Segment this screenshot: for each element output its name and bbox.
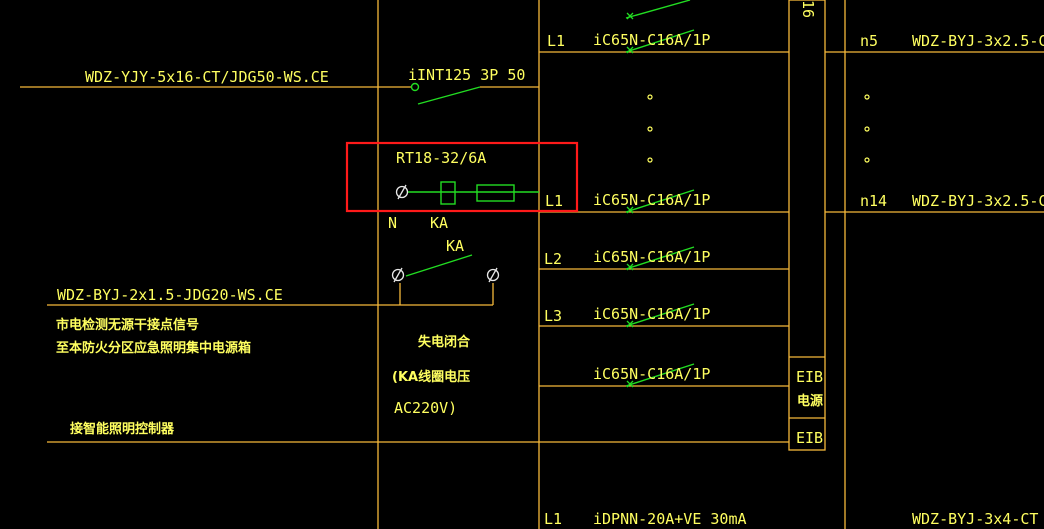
breaker-x-icon <box>626 206 634 214</box>
phase-label-top: L1 <box>547 32 565 50</box>
relay-note-3: AC220V) <box>394 399 457 417</box>
wire-layer <box>20 0 1044 529</box>
terminal-n-slash <box>397 184 407 200</box>
breaker-switch-4 <box>625 246 695 270</box>
breaker-switch-1 <box>625 0 691 19</box>
ellipsis-dot <box>864 126 870 132</box>
relay-note-1: 失电闭合 <box>418 334 471 350</box>
breaker-x-icon <box>626 12 634 20</box>
circuit-n5-label: n5 <box>860 32 878 50</box>
phase-label-bottom: L1 <box>544 510 562 528</box>
relay-contact-switch <box>405 254 473 277</box>
breaker-contact-icon <box>410 82 420 92</box>
breaker-label-1: iC65N-C16A/1P <box>593 31 710 49</box>
eib-bus-box <box>788 0 826 451</box>
cable-bottom-label: WDZ-BYJ-3x4-CT <box>912 510 1038 528</box>
breaker-switch-5 <box>625 303 695 327</box>
eib-power-label-2: 电源 <box>797 393 823 409</box>
ellipsis-dot <box>647 94 653 100</box>
main-breaker-label: iINT125 3P 50 <box>408 66 525 84</box>
breaker-switch-3 <box>625 189 695 213</box>
ellipsis-dot <box>864 157 870 163</box>
breaker-x-icon <box>626 46 634 54</box>
ellipsis-dot <box>647 126 653 132</box>
signal-note-2: 至本防火分区应急照明集中电源箱 <box>56 340 251 356</box>
cable-n14-label: WDZ-BYJ-3x2.5-C <box>912 192 1044 210</box>
contact-layer <box>391 184 500 283</box>
device-layer <box>405 0 695 387</box>
ellipsis-dots <box>647 94 870 163</box>
relay-coil-icon <box>440 181 456 205</box>
eib-label: EIB <box>796 429 823 447</box>
fuse-phase-label: L1 <box>545 192 563 210</box>
signal-cable-label: WDZ-BYJ-2x1.5-JDG20-WS.CE <box>57 286 283 304</box>
relay-terminal-right-icon <box>486 268 500 282</box>
relay-terminal-left-slash <box>393 267 403 283</box>
controller-note: 接智能照明控制器 <box>70 421 175 437</box>
breaker-x-icon <box>626 380 634 388</box>
breaker-label-5: iC65N-C16A/1P <box>593 365 710 383</box>
terminal-n-label: N <box>388 214 397 232</box>
bus-top-label: 16 <box>799 0 817 18</box>
breaker-x-marks <box>626 12 634 388</box>
breaker-x-icon <box>626 320 634 328</box>
cable-n5-label: WDZ-BYJ-3x2.5-C <box>912 32 1044 50</box>
relay-ka-label: KA <box>446 237 464 255</box>
rcd-breaker-label: iDPNN-20A+VE 30mA <box>593 510 747 528</box>
phase-label-l3: L3 <box>544 307 562 325</box>
breaker-label-4: iC65N-C16A/1P <box>593 305 710 323</box>
relay-terminal-right-slash <box>488 267 498 283</box>
relay-note-2: (KA线圈电压 <box>392 369 470 385</box>
main-feeder-label: WDZ-YJY-5x16-CT/JDG50-WS.CE <box>85 68 329 86</box>
coil-ka-label: KA <box>430 214 448 232</box>
breaker-label-3: iC65N-C16A/1P <box>593 248 710 266</box>
breaker-switch-2 <box>625 29 695 53</box>
highlight-box <box>345 141 579 213</box>
signal-note-1: 市电检测无源干接点信号 <box>56 317 199 333</box>
ellipsis-dot <box>864 94 870 100</box>
terminal-n-icon <box>395 185 409 199</box>
fuse-icon <box>476 184 515 202</box>
breaker-label-2: iC65N-C16A/1P <box>593 191 710 209</box>
ellipsis-dot <box>647 157 653 163</box>
fuse-label: RT18-32/6A <box>396 149 486 167</box>
breaker-x-icon <box>626 263 634 271</box>
phase-label-l2: L2 <box>544 250 562 268</box>
main-breaker-switch <box>417 86 481 105</box>
relay-terminal-left-icon <box>391 268 405 282</box>
circuit-n14-label: n14 <box>860 192 887 210</box>
eib-power-label-1: EIB <box>796 368 823 386</box>
breaker-switch-6 <box>625 363 695 387</box>
